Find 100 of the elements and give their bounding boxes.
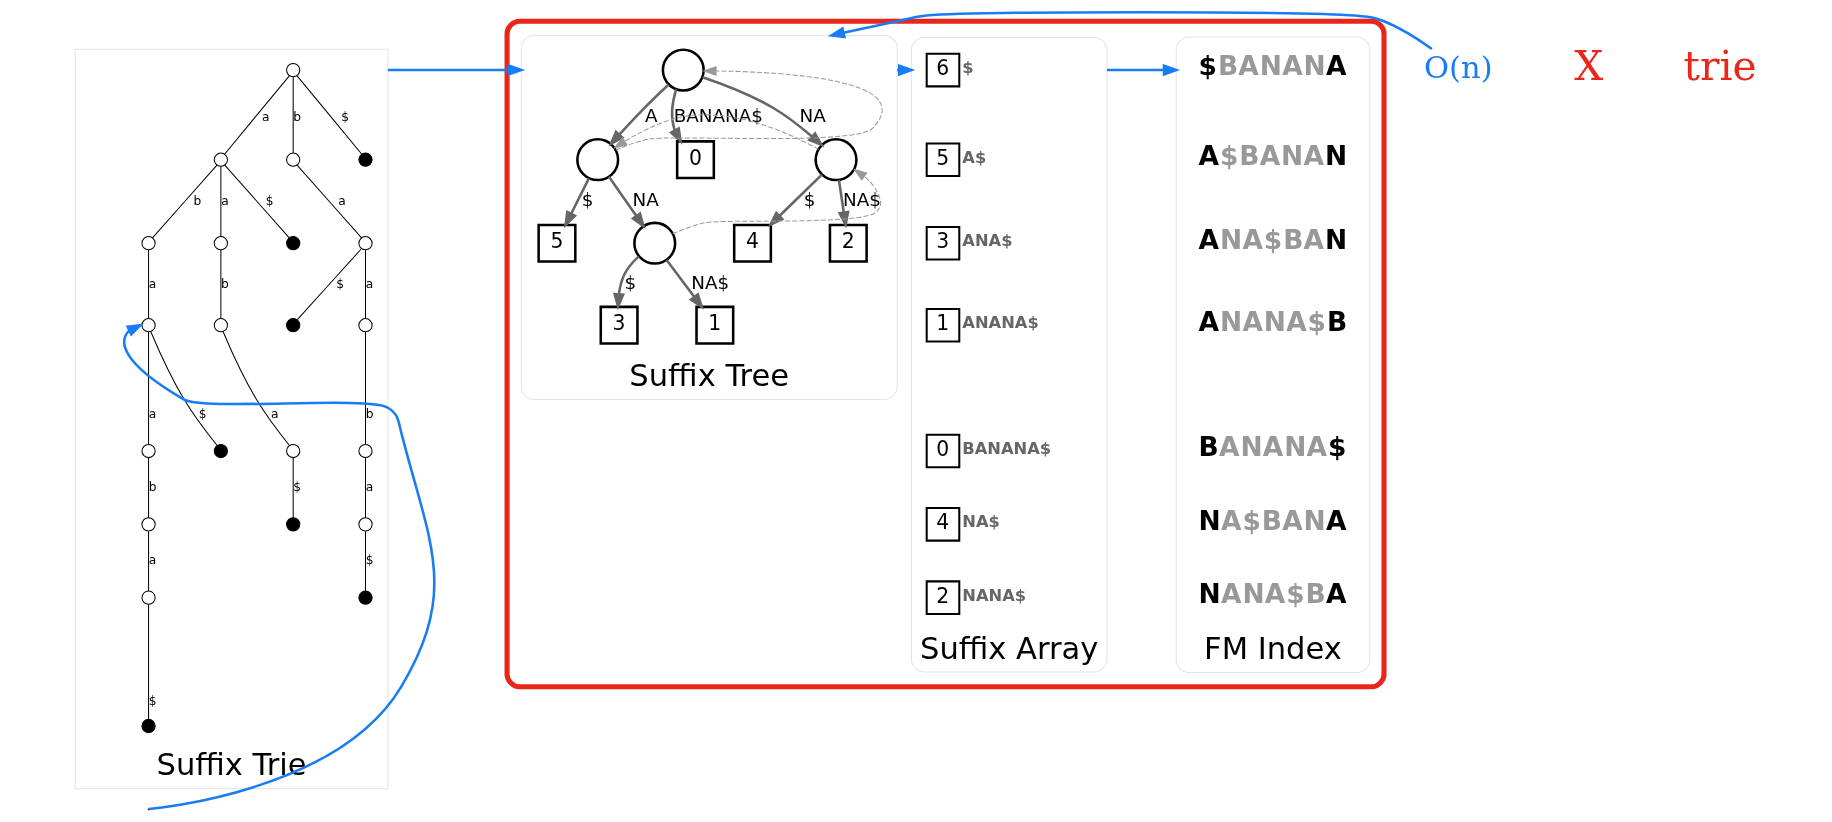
- connector: [220, 166, 222, 237]
- node-dot: [286, 236, 301, 251]
- connector: [148, 530, 150, 592]
- node-circle: [141, 318, 156, 333]
- connector: [296, 248, 362, 321]
- edge-label: NA: [632, 188, 659, 210]
- arrow: [1106, 64, 1181, 77]
- edge-label: NA$: [691, 272, 730, 294]
- connector: [222, 331, 290, 446]
- connector: [224, 75, 290, 155]
- node-circle: [814, 138, 858, 182]
- node-dot: [213, 443, 228, 459]
- node-box: 2: [828, 223, 868, 263]
- node-circle: [633, 221, 677, 265]
- label: ANANA$B: [1198, 305, 1348, 337]
- node-box: 3: [925, 225, 961, 261]
- label: A$BANAN: [1198, 140, 1348, 172]
- node-label: $: [962, 57, 974, 77]
- label: ANA$BAN: [1198, 223, 1348, 255]
- edge-label: NA$: [843, 188, 881, 210]
- node-box: 1: [695, 305, 735, 345]
- connector: [148, 603, 150, 720]
- edge-label: NA: [799, 105, 826, 127]
- node-dot: [286, 517, 301, 532]
- node-circle: [286, 443, 301, 459]
- edge-label: $: [581, 188, 594, 210]
- arrow: [767, 173, 823, 228]
- arrow: [837, 179, 850, 229]
- node-box: 4: [925, 507, 961, 542]
- arrow: [672, 168, 882, 235]
- node-text: O(n): [1424, 49, 1493, 85]
- edge-label: b: [193, 193, 202, 208]
- node-circle: [576, 138, 620, 182]
- arrow: [613, 114, 819, 150]
- edge-label: $: [803, 188, 816, 210]
- label: BANANA$: [1198, 431, 1347, 463]
- connector: [365, 331, 366, 445]
- label: trie: [1683, 42, 1757, 91]
- node-box: 0: [675, 140, 716, 180]
- edge-label: b: [293, 110, 302, 125]
- arrow: [702, 75, 825, 148]
- edge-label: $: [365, 553, 374, 568]
- node-label: A$: [962, 147, 987, 167]
- edge-label: BANANA$: [673, 105, 764, 127]
- node-box: 6: [925, 52, 961, 88]
- edge-label: a: [148, 553, 157, 568]
- connector: [224, 164, 290, 239]
- edge-label: b: [221, 277, 229, 292]
- edge-label: a: [148, 406, 157, 421]
- edge-label: b: [148, 479, 157, 494]
- node-box: 2: [925, 580, 961, 615]
- node-dot: [286, 318, 301, 333]
- node-circle: [141, 517, 156, 532]
- connector: [220, 249, 222, 319]
- arrow: [608, 83, 670, 147]
- node-box: 4: [732, 223, 773, 263]
- node-circle: [286, 152, 301, 167]
- label: NANA$BA: [1198, 578, 1347, 610]
- node-box: 3: [599, 305, 639, 345]
- arrow: [668, 89, 683, 145]
- connector: [148, 249, 150, 319]
- connector: [296, 164, 363, 239]
- node-circle: [661, 48, 705, 92]
- arrow: [607, 176, 646, 230]
- arrow: [123, 323, 436, 811]
- connector: [150, 331, 218, 446]
- node-box: 5: [537, 223, 577, 263]
- node-label: BANANA$: [962, 438, 1052, 458]
- edge-label: a: [261, 110, 270, 125]
- node-circle: [358, 443, 373, 459]
- edge-label: $: [341, 110, 350, 125]
- edge-label: $: [198, 406, 207, 421]
- node-dot: [358, 590, 373, 605]
- edge-label: $: [293, 479, 302, 494]
- connector: [151, 164, 218, 239]
- node-label: NA$: [962, 512, 1000, 532]
- node-circle: [213, 318, 228, 333]
- connector: [365, 249, 366, 319]
- node-circle: [141, 590, 156, 605]
- node-dot: [141, 718, 156, 734]
- edge-label: a: [365, 277, 374, 292]
- edge-label: b: [365, 406, 374, 421]
- arrow: [563, 177, 590, 229]
- node-box: 5: [925, 142, 961, 178]
- arrow: [387, 64, 526, 77]
- node-label: NANA$: [962, 585, 1027, 605]
- arrow: [615, 66, 883, 151]
- edge-label: $: [148, 693, 157, 708]
- connector: [148, 457, 150, 519]
- node-label: ANA$: [962, 231, 1013, 251]
- label: NA$BANA: [1198, 504, 1347, 536]
- connector: [292, 457, 294, 519]
- node-circle: [141, 236, 156, 251]
- node-circle: [213, 236, 228, 251]
- connector: [365, 457, 366, 519]
- arrow: [827, 11, 1433, 51]
- edge-label: a: [221, 193, 229, 208]
- arrow: [665, 259, 705, 310]
- node-circle: [358, 318, 373, 333]
- node-circle: [286, 62, 301, 78]
